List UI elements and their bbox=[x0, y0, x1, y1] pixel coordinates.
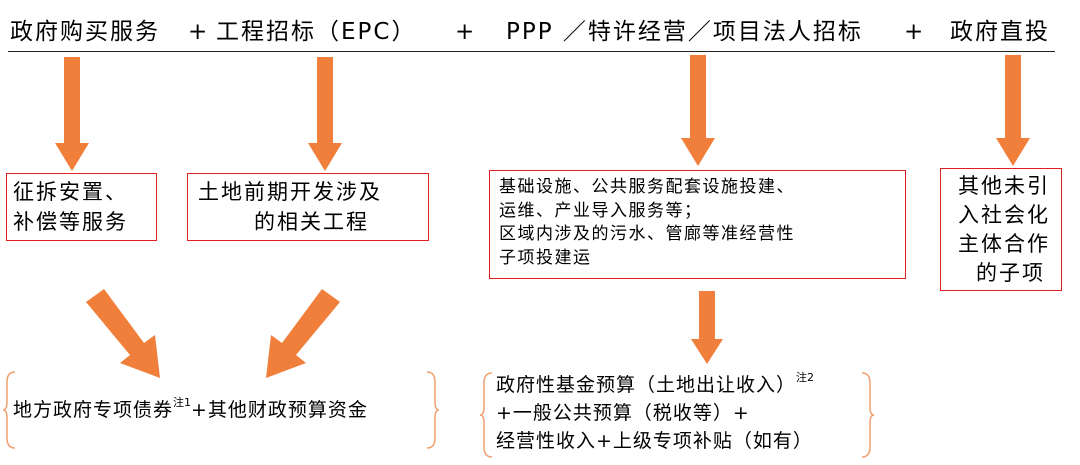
left-brace-icon bbox=[3, 371, 16, 449]
funding-group-left: 地方政府专项债券注1+其他财政预算资金 bbox=[3, 370, 443, 450]
down-arrow-icon bbox=[691, 291, 723, 364]
funding-right-line1: 政府性基金预算（土地出让收入）注2 bbox=[496, 371, 815, 396]
diagonal-arrow-icon bbox=[86, 289, 160, 378]
funding-right-line2: +一般公共预算（税收等）+ bbox=[496, 402, 750, 424]
plus-sign: + bbox=[455, 19, 475, 45]
service-box-other: 其他未引 入社会化 主体合作 的子项 bbox=[940, 168, 1062, 291]
down-arrow-icon bbox=[996, 55, 1030, 166]
header-ppp: PPP ／特许经营／项目法人招标 bbox=[506, 19, 863, 45]
header-row: 政府购买服务 + 工程招标（EPC） + PPP ／特许经营／项目法人招标 + … bbox=[0, 14, 1080, 52]
funding-right-line3: 经营性收入+上级专项补贴（如有） bbox=[496, 430, 813, 452]
plus-sign: + bbox=[904, 19, 924, 45]
service-box-demolition: 征拆安置、 补偿等服务 bbox=[6, 173, 157, 241]
service-box-infrastructure: 基础设施、公共服务配套设施投建、 运维、产业导入服务等； 区域内涉及的污水、管廊… bbox=[489, 170, 906, 279]
down-arrow-icon bbox=[681, 55, 715, 166]
diagonal-arrow-icon bbox=[266, 289, 340, 378]
service-box-land-dev: 土地前期开发涉及 的相关工程 bbox=[187, 173, 429, 241]
right-brace-icon bbox=[861, 372, 874, 458]
funding-left-text: 地方政府专项债券注1+其他财政预算资金 bbox=[13, 396, 368, 421]
plus-sign: + bbox=[188, 19, 208, 45]
header-underline bbox=[8, 51, 1055, 52]
header-epc: 工程招标（EPC） bbox=[216, 19, 417, 45]
down-arrow-icon bbox=[55, 57, 89, 171]
header-gov-direct: 政府直投 bbox=[950, 19, 1050, 45]
right-brace-icon bbox=[426, 371, 439, 449]
left-brace-icon bbox=[480, 372, 493, 458]
down-arrow-icon bbox=[308, 57, 342, 171]
header-gov-purchase: 政府购买服务 bbox=[10, 19, 160, 45]
funding-group-right: 政府性基金预算（土地出让收入）注2 +一般公共预算（税收等）+ 经营性收入+上级… bbox=[480, 371, 880, 461]
